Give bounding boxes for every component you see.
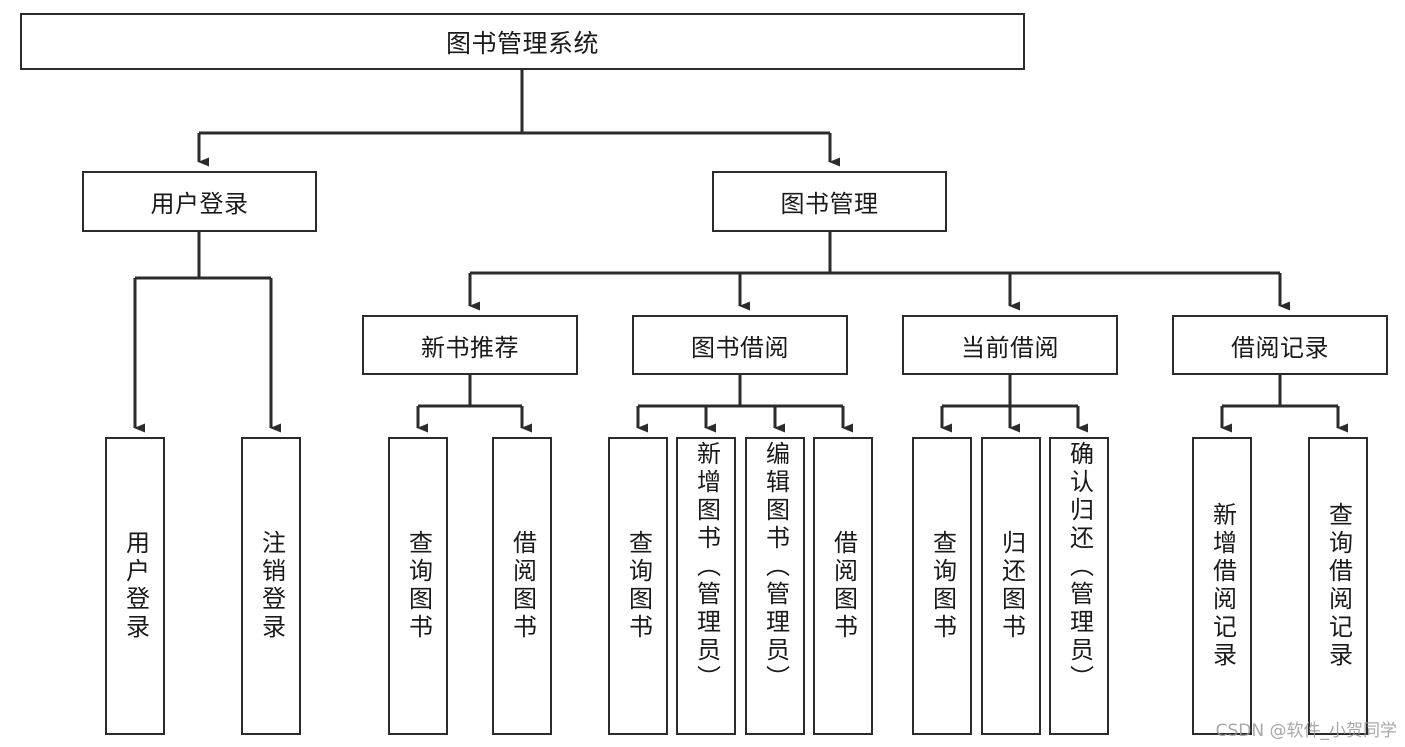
- node-label: 新书推荐: [421, 333, 519, 362]
- leaf-new-book-query[interactable]: 查询图书: [388, 437, 448, 735]
- node-label: 当前借阅: [961, 333, 1059, 362]
- leaf-record-add-record[interactable]: 新增借阅记录: [1192, 437, 1252, 735]
- node-label: 借阅记录: [1231, 333, 1329, 362]
- node-label: 用户登录: [150, 190, 249, 218]
- node-label: 查询借阅记录: [1324, 502, 1353, 670]
- node-label: 用户登录: [121, 530, 150, 642]
- node-book-management[interactable]: 图书管理: [712, 171, 947, 232]
- leaf-new-book-borrow[interactable]: 借阅图书: [492, 437, 552, 735]
- node-label: 借阅图书: [829, 530, 858, 642]
- node-label: 确认归还（管理员）: [1065, 441, 1094, 693]
- node-label: 新增图书（管理员）: [692, 441, 721, 693]
- leaf-borrow-borrow-book[interactable]: 借阅图书: [813, 437, 873, 735]
- node-label: 图书借阅: [691, 333, 789, 362]
- node-label: 借阅图书: [508, 530, 537, 642]
- node-root-system[interactable]: 图书管理系统: [20, 13, 1025, 70]
- node-new-book-recommend[interactable]: 新书推荐: [362, 315, 578, 375]
- node-label: 查询图书: [928, 530, 957, 642]
- node-label: 编辑图书（管理员）: [761, 441, 790, 693]
- node-label: 注销登录: [257, 530, 286, 642]
- leaf-borrow-add-book-admin[interactable]: 新增图书（管理员）: [676, 437, 736, 735]
- leaf-record-query-record[interactable]: 查询借阅记录: [1308, 437, 1368, 735]
- leaf-borrow-query-book[interactable]: 查询图书: [608, 437, 668, 735]
- leaf-user-login-signout[interactable]: 注销登录: [241, 437, 301, 735]
- leaf-current-confirm-return-admin[interactable]: 确认归还（管理员）: [1049, 437, 1109, 735]
- leaf-user-login-signin[interactable]: 用户登录: [105, 437, 165, 735]
- node-current-borrow[interactable]: 当前借阅: [902, 315, 1118, 375]
- node-borrow-record[interactable]: 借阅记录: [1172, 315, 1388, 375]
- node-label: 查询图书: [404, 530, 433, 642]
- node-user-login[interactable]: 用户登录: [82, 171, 317, 232]
- leaf-current-return-book[interactable]: 归还图书: [981, 437, 1041, 735]
- leaf-current-query-book[interactable]: 查询图书: [912, 437, 972, 735]
- node-label: 新增借阅记录: [1208, 502, 1237, 670]
- node-label: 图书管理: [780, 190, 879, 218]
- node-label: 归还图书: [997, 530, 1026, 642]
- leaf-borrow-edit-book-admin[interactable]: 编辑图书（管理员）: [745, 437, 805, 735]
- node-label: 查询图书: [624, 530, 653, 642]
- node-book-borrow[interactable]: 图书借阅: [632, 315, 848, 375]
- node-label: 图书管理系统: [445, 28, 599, 58]
